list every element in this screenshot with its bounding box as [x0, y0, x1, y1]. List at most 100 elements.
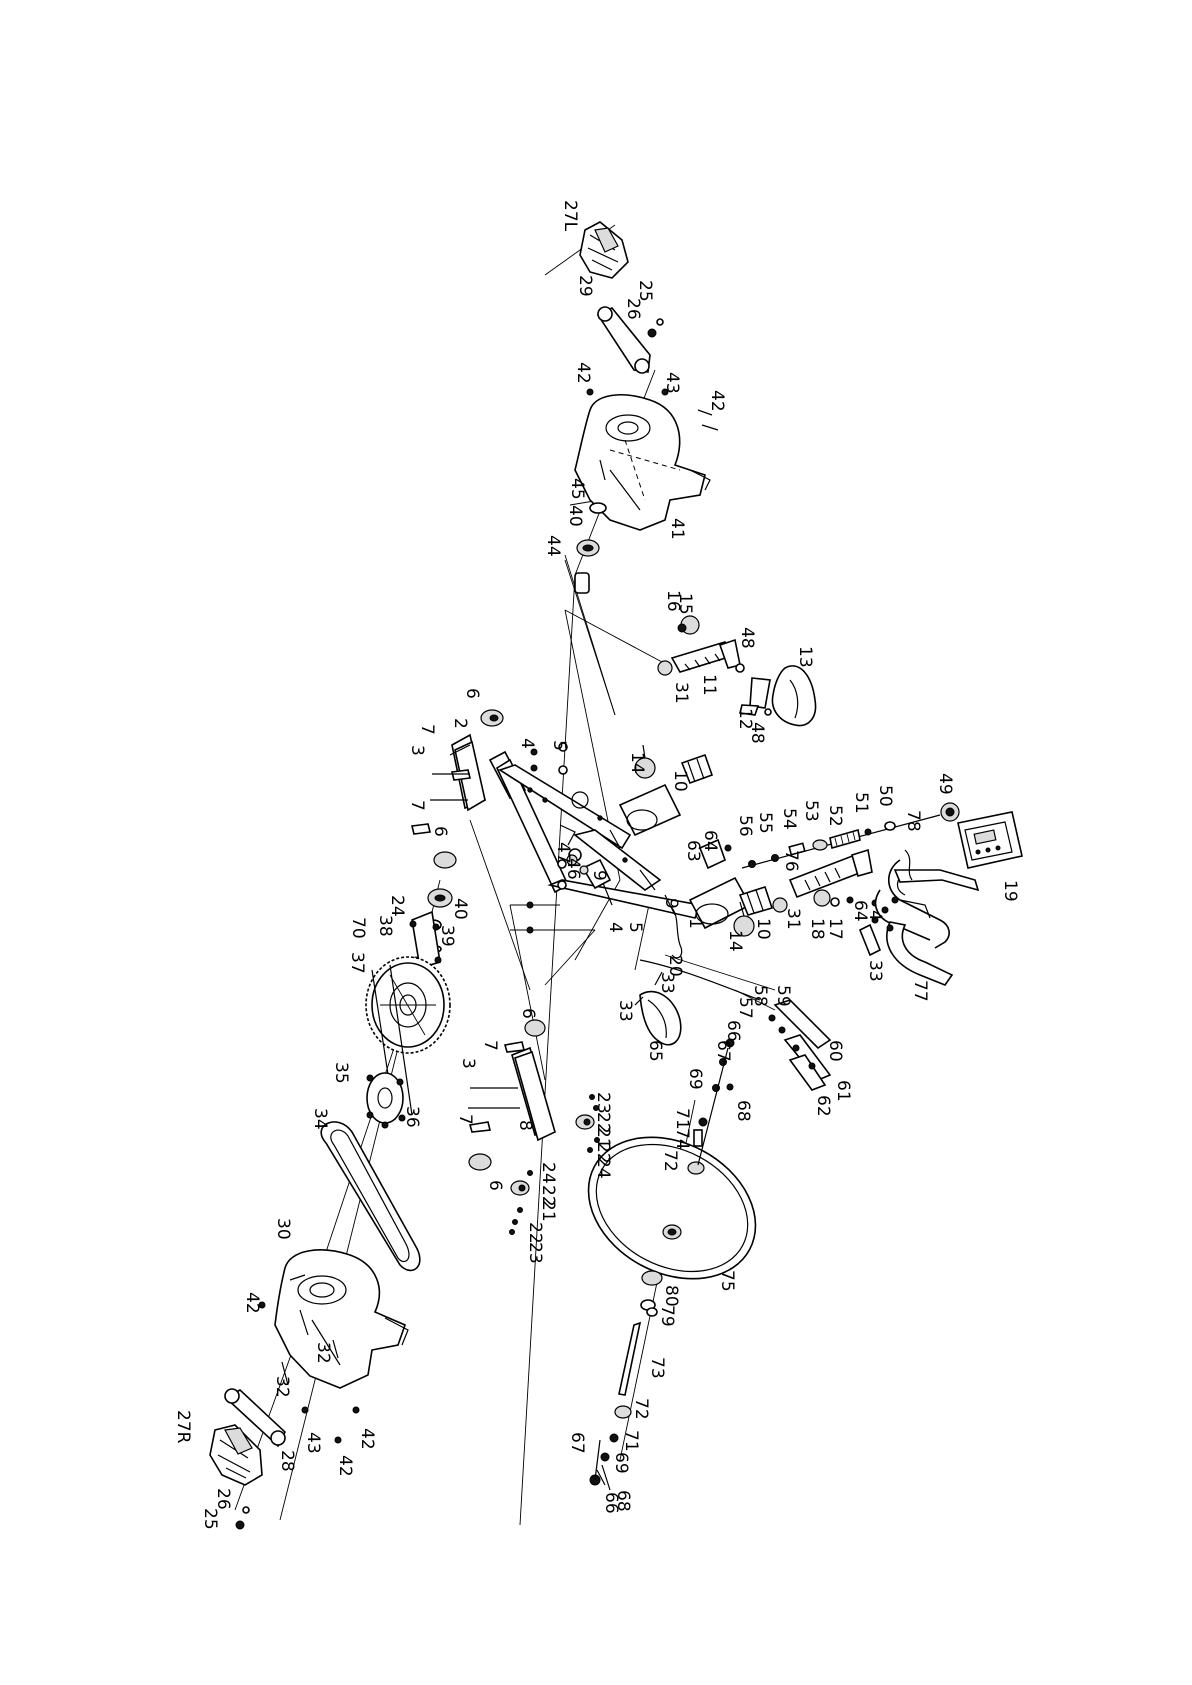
- label-59: 59: [773, 985, 793, 1007]
- label-67: 67: [713, 1040, 733, 1062]
- label-42: 42: [242, 1292, 262, 1314]
- screw-32-a: [281, 1361, 289, 1386]
- flywheel-75: [587, 1136, 757, 1280]
- label-26: 26: [623, 298, 643, 320]
- label-7: 7: [407, 800, 427, 811]
- right-pedal-27R: [209, 1424, 263, 1486]
- label-73: 73: [647, 1357, 667, 1379]
- transport-wheel-left: [509, 1170, 533, 1235]
- leveler-7-b: [411, 823, 431, 835]
- screw-33-b: [634, 996, 644, 1006]
- end-cap-6-c: [524, 1019, 546, 1037]
- bearing-72-top: [687, 1161, 705, 1175]
- label-22: 22: [593, 1112, 613, 1134]
- label-9: 9: [661, 898, 681, 909]
- label-37: 37: [347, 952, 367, 974]
- handlebar-post-76: [788, 848, 873, 899]
- label-22: 22: [593, 1142, 613, 1164]
- label-66: 66: [601, 1492, 621, 1514]
- label-17: 17: [825, 918, 845, 940]
- label-70: 70: [348, 917, 368, 939]
- cable-20: [669, 905, 683, 959]
- label-26: 26: [213, 1488, 233, 1510]
- left-chain-cover-41: [574, 394, 711, 531]
- end-cap-6-b: [433, 851, 457, 869]
- tension-assembly-57-62: [768, 999, 832, 1091]
- knob-18: [813, 889, 831, 907]
- washer-17: [830, 897, 840, 907]
- label-24: 24: [538, 1162, 558, 1184]
- pulse-grip-wire: [899, 899, 931, 919]
- label-60: 60: [825, 1040, 845, 1062]
- label-42: 42: [573, 362, 593, 384]
- label-21: 21: [593, 1127, 613, 1149]
- label-7: 7: [480, 1040, 500, 1051]
- label-15: 15: [675, 593, 695, 615]
- label-68: 68: [733, 1100, 753, 1122]
- main-frame-1: [488, 750, 752, 930]
- label-58: 58: [750, 985, 770, 1007]
- label-16: 16: [663, 590, 683, 612]
- label-24: 24: [387, 895, 407, 917]
- label-5: 5: [549, 740, 569, 751]
- label-49: 49: [935, 773, 955, 795]
- label-11: 11: [699, 674, 719, 696]
- screw-32-b: [332, 1339, 339, 1359]
- seat-slider-12: [739, 677, 771, 716]
- front-stabilizer-8: [511, 1046, 556, 1142]
- label-40: 40: [565, 505, 585, 527]
- label-71: 71: [672, 1108, 692, 1130]
- label-23: 23: [525, 1242, 545, 1264]
- label-42: 42: [335, 1455, 355, 1477]
- label-33: 33: [615, 1000, 635, 1022]
- screw-43-a: [661, 388, 669, 396]
- front-cover-65: [639, 990, 682, 1046]
- label-69: 69: [611, 1452, 631, 1474]
- label-72: 72: [660, 1150, 680, 1172]
- nut-48-a: [735, 663, 745, 673]
- label-33: 33: [865, 960, 885, 982]
- label-78: 78: [903, 810, 923, 832]
- screw-43-b: [301, 1406, 309, 1414]
- label-79: 79: [657, 1305, 677, 1327]
- screw-42-b: [697, 409, 713, 416]
- label-64: 64: [700, 830, 720, 852]
- label-67: 67: [567, 1432, 587, 1454]
- label-39: 39: [437, 925, 457, 947]
- screw-42-d: [258, 1301, 266, 1309]
- screw-9-b: [664, 894, 676, 916]
- nut-48-b: [764, 708, 772, 716]
- screw-64-a: [724, 844, 732, 852]
- label-57: 57: [735, 997, 755, 1019]
- label-7: 7: [455, 1114, 475, 1125]
- label-50: 50: [875, 785, 895, 807]
- label-48: 48: [747, 722, 767, 744]
- label-25: 25: [200, 1508, 220, 1530]
- label-12: 12: [735, 708, 755, 730]
- label-9: 9: [589, 870, 609, 881]
- label-22: 22: [525, 1222, 545, 1244]
- bolt-25-top: [647, 328, 657, 338]
- label-30: 30: [273, 1218, 293, 1240]
- part-labels: 27L 29 25 26 42 43 42 45 40 44 41 15 16 …: [173, 200, 1020, 1530]
- knob-31-bottom: [772, 897, 788, 913]
- label-27R: 27R: [173, 1410, 193, 1444]
- label-41: 41: [667, 518, 687, 540]
- label-72: 72: [631, 1398, 651, 1420]
- screw-68-bottom: [596, 1469, 606, 1486]
- label-13: 13: [795, 646, 815, 668]
- label-31: 31: [783, 908, 803, 930]
- label-40: 40: [450, 898, 470, 920]
- label-48: 48: [737, 627, 757, 649]
- knob-14-bottom: [733, 901, 755, 937]
- label-75: 75: [717, 1270, 737, 1292]
- washer-79-b: [646, 1307, 658, 1317]
- label-10: 10: [753, 918, 773, 940]
- bushing-44: [574, 572, 590, 594]
- label-34: 34: [310, 1108, 330, 1130]
- label-42: 42: [357, 1428, 377, 1450]
- right-chain-cover-30: [274, 1249, 409, 1389]
- label-2: 2: [450, 718, 470, 729]
- label-74: 74: [672, 1128, 692, 1150]
- label-51: 51: [851, 792, 871, 814]
